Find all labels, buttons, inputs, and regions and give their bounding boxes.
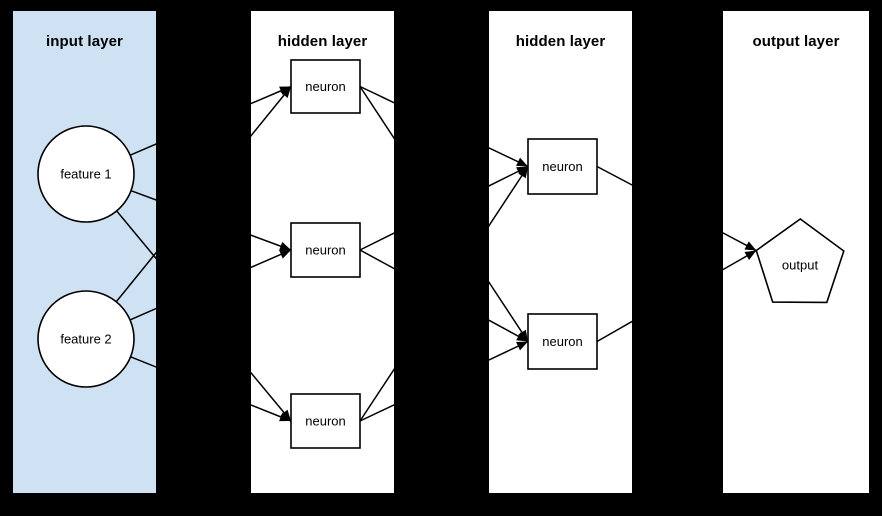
arrowhead-icon — [518, 166, 528, 179]
arrowhead-icon — [279, 250, 291, 259]
layer-panel-input: input layer feature 1 feature 2 — [12, 10, 157, 494]
connection-hidden2-to-output — [723, 232, 757, 252]
node-label-output-node: output — [782, 258, 819, 273]
arrowhead-icon — [516, 157, 528, 167]
hidden-layer-2-graphics: neuron neuron — [489, 138, 632, 370]
layer-title-hidden-1: hidden layer — [277, 33, 368, 50]
connection-input-to-hidden1 — [115, 251, 156, 303]
connection-input-to-hidden1 — [129, 307, 156, 321]
layer-title-hidden-2: hidden layer — [515, 33, 606, 50]
arrowhead-icon — [744, 250, 757, 260]
connection-hidden1-to-hidden2 — [489, 165, 529, 187]
node-label-hidden2-neuron-2: neuron — [542, 334, 582, 349]
arrowhead-icon — [280, 86, 291, 98]
connection-hidden1-to-hidden2 — [489, 340, 529, 361]
node-feature-1[interactable] — [37, 125, 135, 223]
connection-input-to-hidden1 — [251, 234, 292, 251]
node-label-hidden1-neuron-1: neuron — [305, 79, 345, 94]
node-feature-2[interactable] — [37, 290, 135, 388]
connection-input-to-hidden1 — [251, 86, 292, 137]
connection-hidden1-to-hidden2 — [489, 147, 529, 168]
connection-input-to-hidden1 — [130, 356, 156, 368]
connection-hidden1-to-hidden2 — [359, 404, 394, 422]
connection-hidden2-to-output — [596, 165, 632, 186]
connection-input-to-hidden1 — [130, 189, 156, 201]
hidden-layer-1-graphics: neuron neuron neuron — [251, 59, 394, 449]
arrowhead-icon — [279, 412, 291, 422]
layer-title-input: input layer — [46, 33, 123, 50]
connection-hidden1-to-hidden2 — [359, 85, 394, 104]
output-layer-graphics: output — [723, 218, 845, 304]
layer-panel-output: output layer output — [722, 10, 870, 494]
arrowhead-icon — [516, 332, 528, 342]
arrowhead-icon — [279, 241, 291, 251]
layer-title-output: output layer — [752, 33, 840, 50]
node-label-hidden1-neuron-3: neuron — [305, 414, 345, 429]
node-output-node[interactable] — [755, 218, 845, 304]
connection-hidden1-to-hidden2 — [489, 319, 529, 343]
connection-hidden2-to-output — [723, 249, 757, 271]
arrowhead-icon — [516, 341, 528, 351]
connection-hidden1-to-hidden2 — [489, 166, 529, 227]
connection-hidden1-to-hidden2 — [489, 280, 529, 342]
layer-panel-hidden-1: hidden layer neuron neuron neuron — [250, 10, 395, 494]
connection-input-to-hidden1 — [116, 210, 156, 260]
node-label-hidden2-neuron-1: neuron — [542, 159, 582, 174]
connection-hidden1-to-hidden2 — [359, 232, 394, 251]
connection-input-to-hidden1 — [251, 371, 292, 422]
node-label-feature-1: feature 1 — [60, 167, 111, 182]
node-label-hidden1-neuron-2: neuron — [305, 243, 345, 258]
arrowhead-icon — [280, 409, 291, 421]
node-label-feature-2: feature 2 — [60, 332, 111, 347]
connection-hidden1-to-hidden2 — [359, 249, 394, 270]
connection-input-to-hidden1 — [251, 249, 292, 269]
arrowhead-icon — [744, 241, 757, 251]
connection-hidden2-to-output — [596, 320, 632, 343]
input-layer-graphics: feature 1 feature 2 — [37, 125, 156, 388]
connection-input-to-hidden1 — [251, 404, 292, 422]
layer-panel-hidden-2: hidden layer neuron neuron — [488, 10, 633, 494]
connection-hidden1-to-hidden2 — [359, 368, 394, 422]
connection-hidden1-to-hidden2 — [359, 86, 394, 140]
connection-input-to-hidden1 — [129, 143, 156, 156]
node-hidden2-neuron-1[interactable] — [527, 138, 598, 195]
connection-input-to-hidden1 — [251, 85, 292, 105]
